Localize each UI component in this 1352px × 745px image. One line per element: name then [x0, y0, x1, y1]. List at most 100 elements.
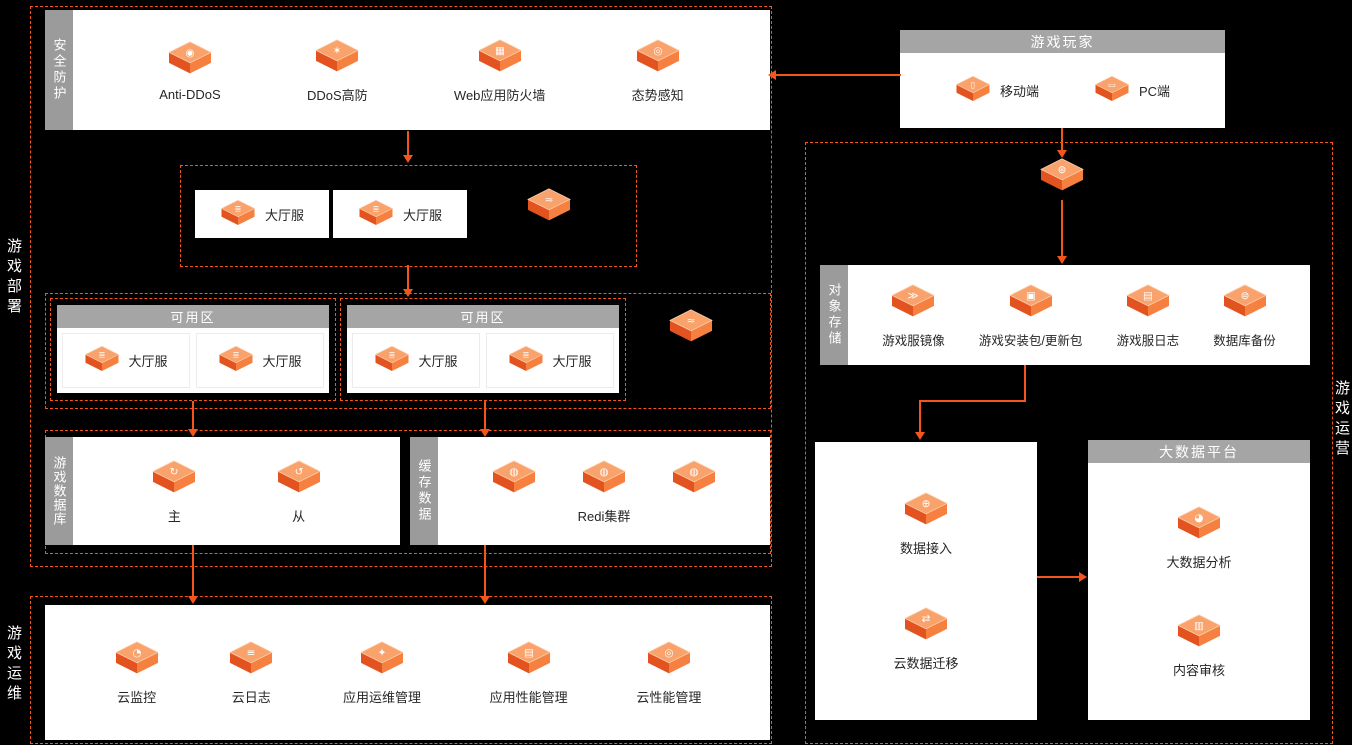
storage-item-log: ▤ 游戏服日志	[1117, 282, 1179, 349]
arrow-db-to-ops	[192, 545, 194, 598]
players-mobile-item: ▯ 移动端	[955, 74, 1039, 107]
arrow-cache-to-ops	[484, 545, 486, 598]
lobby-server-label: 大厅服	[402, 207, 442, 223]
package-icon: ▣	[1008, 282, 1054, 324]
ops-item-label: 云日志	[231, 690, 271, 705]
shield-icon: ◉	[167, 39, 213, 81]
security-item-waf: ▦ Web应用防火墙	[454, 37, 545, 104]
arrowhead-down	[1057, 256, 1067, 264]
zone-server-box: ≣ 大厅服	[486, 333, 614, 388]
security-item-label: Anti-DDoS	[159, 86, 221, 102]
arrowhead-down	[188, 429, 198, 437]
pc-icon: ▭	[1094, 74, 1130, 107]
zone-header: 可用区	[57, 305, 329, 328]
svg-text:≈: ≈	[545, 194, 554, 206]
arrowhead-down	[915, 432, 925, 440]
security-tab: 安全防护	[45, 10, 73, 130]
zone-body: ≣ 大厅服 ≣ 大厅服	[347, 328, 619, 393]
data-access-icon: ⊕	[903, 490, 949, 532]
storage-panel: ≫ 游戏服镜像 ▣ 游戏安装包/更新包 ▤ 游戏服日志 ⊜ 数据库备份	[848, 265, 1310, 365]
firewall-icon: ▦	[477, 37, 523, 79]
storage-item-backup: ⊜ 数据库备份	[1213, 282, 1276, 349]
data-migrate-item: ⇄ 云数据迁移	[893, 605, 959, 672]
data-access-label: 数据接入	[899, 541, 952, 556]
server-log-icon: ▤	[1125, 282, 1171, 324]
svg-text:≣: ≣	[235, 203, 242, 213]
storage-item-package: ▣ 游戏安装包/更新包	[979, 282, 1082, 349]
svg-text:◕: ◕	[1194, 512, 1203, 524]
ops-item-label: 云监控	[117, 690, 157, 705]
analysis-label: 大数据分析	[1166, 555, 1232, 570]
zone-server-box: ≣ 大厅服	[62, 333, 190, 388]
mobile-label: 移动端	[999, 84, 1039, 99]
app-perf-icon: ▤	[506, 639, 552, 681]
db-backup-icon: ⊜	[1222, 282, 1268, 324]
ops-item-label: 应用性能管理	[489, 690, 568, 705]
app-ops-icon: ✦	[359, 639, 405, 681]
security-item-situation: ◎ 态势感知	[632, 37, 684, 104]
ops-item-cloud-perf: ◎ 云性能管理	[636, 639, 701, 706]
server-icon: ≣	[218, 344, 254, 377]
svg-text:≈: ≈	[687, 315, 696, 327]
load-balancer-icon: ≈	[526, 186, 572, 228]
cloud-perf-icon: ◎	[646, 639, 692, 681]
arrow-lobby-to-zones	[407, 265, 409, 291]
security-item-ddos: ✶ DDoS高防	[307, 37, 368, 104]
storage-item-label: 游戏服镜像	[882, 333, 945, 348]
redis-icon: ◍	[491, 458, 537, 500]
data-migrate-label: 云数据迁移	[893, 656, 959, 671]
region-label-deploy: 游戏部署	[5, 238, 22, 318]
storage-item-image: ≫ 游戏服镜像	[882, 282, 945, 349]
availability-zone-1: 可用区 ≣ 大厅服 ≣ 大厅服	[50, 298, 336, 401]
svg-text:◍: ◍	[599, 466, 608, 478]
database-panel: ↻ 主 ↺ 从	[73, 437, 400, 545]
redis-cluster-label: Redi集群	[577, 508, 631, 524]
zone-server-label: 大厅服	[552, 354, 592, 369]
svg-text:≫: ≫	[908, 290, 919, 302]
data-transfer-panel: ⊕ 数据接入 ⇄ 云数据迁移	[815, 442, 1037, 720]
svg-text:▥: ▥	[1194, 620, 1204, 632]
arrowhead-right	[1079, 572, 1087, 582]
svg-text:⊕: ⊕	[922, 498, 931, 510]
svg-text:✦: ✦	[378, 647, 387, 659]
svg-text:◎: ◎	[653, 45, 662, 57]
database-primary-icon: ↻	[151, 458, 197, 500]
zone-server-label: 大厅服	[262, 354, 302, 369]
zone-server-box: ≣ 大厅服	[196, 333, 324, 388]
analysis-icon: ◕	[1176, 504, 1222, 546]
db-primary-label: 主	[167, 508, 181, 524]
operation-region-frame	[805, 142, 1333, 744]
arrowhead-down	[403, 155, 413, 163]
review-icon: ▥	[1176, 612, 1222, 654]
svg-text:≣: ≣	[233, 350, 240, 360]
deploy-region-frame	[30, 6, 772, 567]
svg-text:▣: ▣	[1026, 290, 1036, 302]
load-balancer-icon: ≈	[668, 307, 714, 349]
server-image-icon: ≫	[890, 282, 936, 324]
lobby-server-label: 大厅服	[264, 207, 304, 223]
svg-text:▤: ▤	[1143, 290, 1153, 302]
security-panel: ◉ Anti-DDoS ✶ DDoS高防 ▦ Web应用防火墙 ◎ 态势感知	[73, 10, 770, 130]
svg-text:◔: ◔	[132, 647, 141, 659]
bigdata-header: 大数据平台	[1088, 440, 1310, 463]
zone-header: 可用区	[347, 305, 619, 328]
arrowhead-down	[188, 596, 198, 604]
cdn-icon: ⊛	[1039, 156, 1085, 198]
svg-text:◍: ◍	[509, 466, 518, 478]
svg-text:↺: ↺	[294, 466, 303, 478]
db-primary-item: ↻ 主	[151, 458, 197, 525]
arrow-data-to-bigdata	[1037, 576, 1081, 578]
bigdata-panel: ◕ 大数据分析 ▥ 内容审核	[1088, 463, 1310, 720]
ops-panel: ◔ 云监控 ≡ 云日志 ✦ 应用运维管理 ▤ 应用性能管理 ◎ 云性能管理	[45, 605, 770, 740]
arrowhead-down	[1057, 150, 1067, 158]
svg-text:≣: ≣	[373, 203, 380, 213]
arrow-cdn-to-storage	[1061, 200, 1063, 258]
storage-item-label: 游戏安装包/更新包	[978, 333, 1083, 348]
server-icon: ≣	[374, 344, 410, 377]
lobby-server-box-2: ≣ 大厅服	[333, 190, 467, 238]
arrowhead-down	[403, 289, 413, 297]
svg-text:✶: ✶	[333, 45, 342, 57]
svg-text:≣: ≣	[523, 350, 530, 360]
arrow-players-to-security	[776, 74, 901, 76]
